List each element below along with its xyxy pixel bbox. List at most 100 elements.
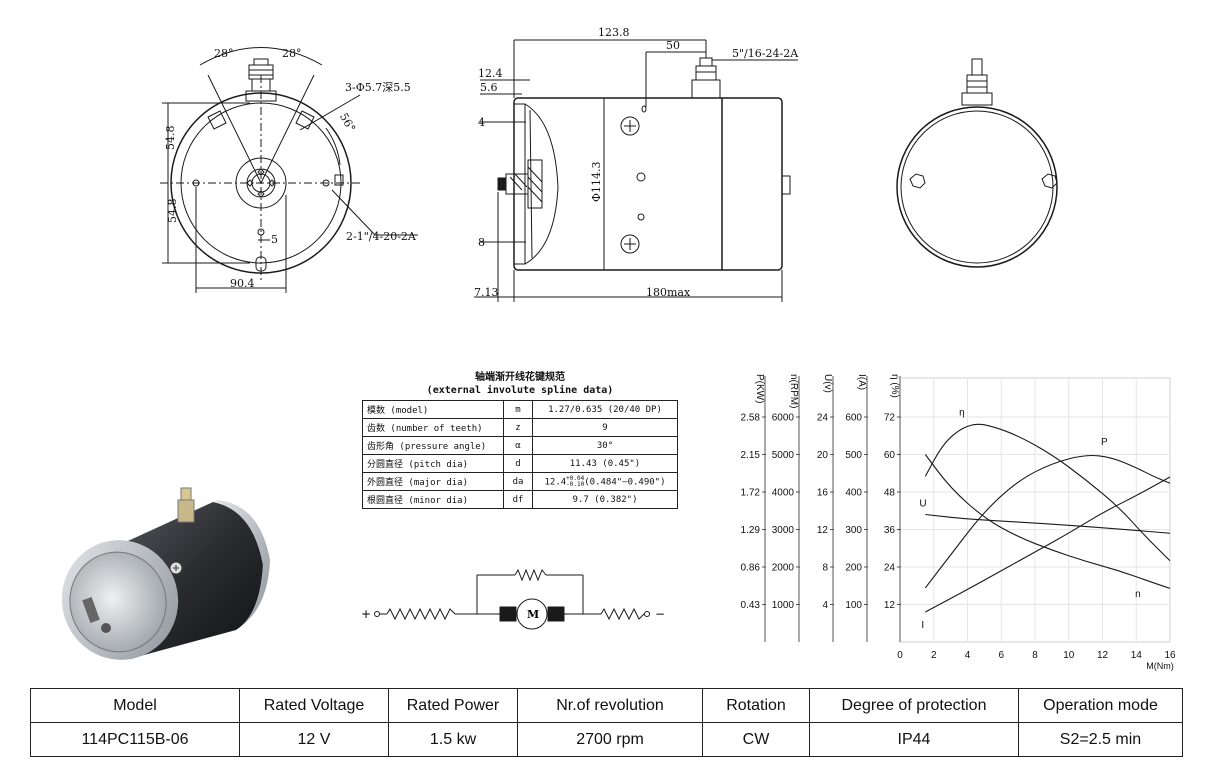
- table-cell: 外圆直径 (major dia): [362, 472, 504, 491]
- y-tick-label: 2.15: [741, 450, 761, 461]
- table-row: 齿数 (number of teeth) z 9: [362, 418, 678, 437]
- series-line-η: [924, 423, 1171, 562]
- motor-symbol-label: M: [527, 608, 539, 621]
- table-cell: 9.7 (0.382"): [532, 490, 678, 509]
- major-dia-tol-upper: +0.04: [566, 474, 585, 482]
- y-tick-label: 12: [817, 525, 829, 536]
- y-tick-label: 24: [817, 413, 829, 424]
- y-axis-label: I(A): [856, 374, 867, 390]
- table-cell: 12.4+0.04-0.10(0.484"—0.490"): [532, 472, 678, 491]
- table-cell: m: [503, 400, 533, 419]
- y-tick-label: 36: [884, 525, 896, 536]
- series-line-n: [924, 454, 1171, 589]
- table-cell: 9: [532, 418, 678, 437]
- rear-view-drawing: [896, 58, 1058, 268]
- table-row: 外圆直径 (major dia) da 12.4+0.04-0.10(0.484…: [362, 472, 678, 491]
- x-tick-label: 8: [1032, 650, 1038, 661]
- major-dia-tol-lower: -0.10: [566, 480, 585, 488]
- series-label-P: P: [1101, 437, 1108, 448]
- spec-header-revolution: Nr.of revolution: [517, 688, 703, 723]
- table-cell: 分圆直径 (pitch dia): [362, 454, 504, 473]
- spec-header-operation: Operation mode: [1018, 688, 1183, 723]
- y-tick-label: 5000: [772, 450, 795, 461]
- series-line-U: [925, 513, 1171, 534]
- angle-left-label: 28°: [214, 47, 234, 60]
- x-tick-label: 0: [897, 650, 903, 661]
- spline-title-en: (external involute spline data): [426, 385, 614, 396]
- series-line-P: [924, 454, 1171, 589]
- angle-56-label: 56°: [337, 111, 358, 134]
- x-tick-label: 4: [965, 650, 971, 661]
- y-tick-label: 24: [884, 563, 896, 574]
- y-tick-label: 12: [884, 600, 896, 611]
- y-tick-label: 8: [822, 563, 828, 574]
- y-tick-label: 16: [817, 488, 829, 499]
- table-row: 齿形角 (pressure angle) α 30°: [362, 436, 678, 455]
- spline-title-cn: 轴端渐开线花键规范: [475, 372, 565, 383]
- spec-header-row: Model Rated Voltage Rated Power Nr.of re…: [30, 688, 1183, 723]
- table-cell: df: [503, 490, 533, 509]
- table-cell: 根圆直径 (minor dia): [362, 490, 504, 509]
- y-tick-label: 2.58: [741, 413, 761, 424]
- dim-7-13-label: 7.13: [474, 286, 499, 299]
- x-tick-label: 6: [998, 650, 1004, 661]
- series-label-η: η: [959, 408, 965, 419]
- dim-123-8-label: 123.8: [598, 26, 630, 39]
- y-tick-label: 100: [845, 600, 862, 611]
- y-tick-label: 400: [845, 488, 862, 499]
- terminal-thread-label: 5"/16-24-2A: [732, 47, 799, 60]
- spec-value-revolution: 2700 rpm: [517, 722, 703, 757]
- table-cell: z: [503, 418, 533, 437]
- y-tick-label: 48: [884, 488, 896, 499]
- y-tick-label: 1.29: [741, 525, 761, 536]
- x-tick-label: 2: [931, 650, 937, 661]
- y-axis-label: n(RPM): [788, 374, 799, 408]
- major-dia-value: 12.4: [544, 477, 567, 487]
- holes-label: 3-Φ5.7深5.5: [345, 81, 411, 94]
- y-tick-label: 1.72: [741, 488, 761, 499]
- spec-header-power: Rated Power: [388, 688, 518, 723]
- y-tick-label: 200: [845, 563, 862, 574]
- dim-90-4-label: 90.4: [230, 277, 255, 290]
- spec-value-voltage: 12 V: [239, 722, 389, 757]
- y-tick-label: 0.43: [741, 600, 761, 611]
- series-label-I: I: [921, 620, 924, 631]
- front-view-drawing: 28° 28° 3-Φ5.7深5.5 56° 2-1"/4-20-2A 54.8…: [160, 47, 418, 293]
- dim-50-label: 50: [666, 39, 680, 52]
- y-tick-label: 2000: [772, 563, 795, 574]
- y-tick-label: 1000: [772, 600, 795, 611]
- spline-table: 模数 (model) m 1.27/0.635 (20/40 DP) 齿数 (n…: [362, 400, 678, 509]
- y-tick-label: 600: [845, 413, 862, 424]
- y-tick-label: 500: [845, 450, 862, 461]
- x-tick-label: 12: [1097, 650, 1109, 661]
- table-cell: 齿数 (number of teeth): [362, 418, 504, 437]
- x-tick-label: 16: [1164, 650, 1176, 661]
- y-tick-label: 20: [817, 450, 829, 461]
- series-label-U: U: [919, 499, 926, 510]
- y-tick-label: 6000: [772, 413, 795, 424]
- table-cell: 1.27/0.635 (20/40 DP): [532, 400, 678, 419]
- y-axis-label: P(KW): [754, 374, 765, 403]
- dim-180max-label: 180max: [646, 286, 691, 299]
- y-axis-label: U(v): [822, 374, 833, 393]
- dim-54-8-bottom: 54.8: [166, 199, 179, 224]
- spec-value-model: 114PC115B-06: [30, 722, 240, 757]
- spec-value-row: 114PC115B-06 12 V 1.5 kw 2700 rpm CW IP4…: [30, 722, 1183, 757]
- spec-value-protection: IP44: [809, 722, 1019, 757]
- x-tick-label: 14: [1131, 650, 1143, 661]
- table-row: 模数 (model) m 1.27/0.635 (20/40 DP): [362, 400, 678, 419]
- y-tick-label: 3000: [772, 525, 795, 536]
- table-cell: 齿形角 (pressure angle): [362, 436, 504, 455]
- dim-12-4-label: 12.4: [478, 67, 503, 80]
- spec-table: Model Rated Voltage Rated Power Nr.of re…: [30, 688, 1183, 757]
- y-axis-label: η (%): [889, 374, 900, 398]
- y-tick-label: 0.86: [741, 563, 761, 574]
- table-cell: d: [503, 454, 533, 473]
- x-tick-label: 10: [1063, 650, 1075, 661]
- spec-header-protection: Degree of protection: [809, 688, 1019, 723]
- table-row: 根圆直径 (minor dia) df 9.7 (0.382"): [362, 490, 678, 509]
- dim-5-label: 5: [271, 233, 278, 246]
- table-row: 分圆直径 (pitch dia) d 11.43 (0.45"): [362, 454, 678, 473]
- circuit-minus-label: −: [655, 607, 665, 621]
